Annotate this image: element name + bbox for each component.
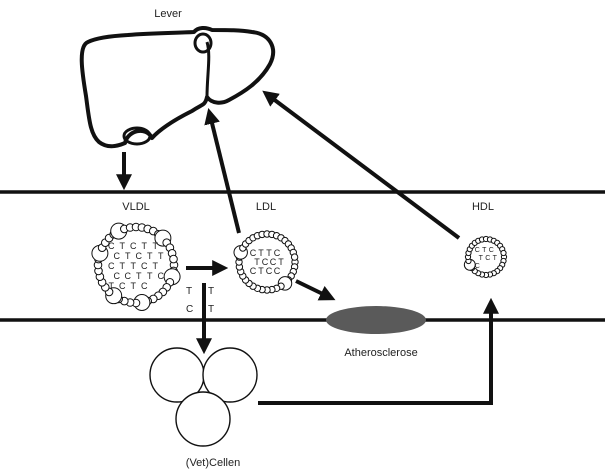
gallbladder [122,126,152,146]
lipid-letter: C [108,261,115,271]
lipid-letter: C [262,257,269,267]
liver [79,25,276,149]
lipid-letter: T [266,248,272,258]
lipid-letter: C [114,251,121,261]
released-triglycerides: T T C T [186,286,214,315]
arrow-ldl-to-plaque [295,279,336,301]
atherosclerosis-label: Atherosclerose [344,347,417,359]
lipid-letter: T [153,241,159,251]
lipid-letter: T [254,257,260,267]
hdl-shell [463,235,508,279]
lipid-letter: T [258,248,264,258]
liver-top-notch [193,32,213,54]
lipid-letter: T [479,255,484,262]
released-letter: T [186,286,192,297]
lipid-letter: T [131,281,137,291]
liver-outline [79,25,276,149]
lipid-letter: C [130,241,137,251]
lipid-letter: T [258,266,264,276]
lipid-letter: T [142,241,148,251]
lipid-letter: C [108,241,115,251]
phospholipid-bump [500,249,507,257]
phospholipid-bump [169,254,178,264]
lipid-letter: T [147,251,153,261]
lipid-letter: T [109,281,115,291]
lipid-letter: T [120,261,126,271]
lipid-letter: T [493,255,498,262]
lipid-letter: T [131,261,137,271]
lipid-letter: C [114,271,121,281]
lipid-letter: C [270,257,277,267]
lipid-letter: T [120,241,126,251]
lipid-letter: C [475,247,480,254]
arrow-ldl-to-liver [204,108,241,234]
arrow-cells-to-hdl [258,297,499,405]
lipid-letter: C [250,266,257,276]
arrows [116,90,499,405]
liver-label: Lever [154,8,182,20]
lipid-letter: T [158,251,164,261]
ldl-shell [233,230,299,294]
vldl-shell [91,222,181,311]
lipid-letter: C [119,281,126,291]
lipid-letter: T [278,257,284,267]
lipid-letter: C [274,248,281,258]
lipid-letter: T [147,271,153,281]
lipid-letter: T [125,251,131,261]
lipid-letter: C [266,266,273,276]
fat-cells [149,347,258,447]
fat-cell [202,347,258,403]
released-letter: C [186,304,193,315]
lipid-letter: C [136,251,143,261]
hdl-label: HDL [472,201,494,213]
lipid-letter: C [489,247,494,254]
lipid-letter: T [153,261,159,271]
arrow-hdl-to-liver [262,90,461,240]
phospholipid-bump [290,253,299,261]
fat-cell [175,391,231,447]
released-letter: T [208,304,214,315]
lipid-letter: C [141,261,148,271]
lipid-letter: T [136,271,142,281]
lipid-letter: C [485,255,490,262]
atherosclerosis-plaque [326,306,426,334]
lipid-letter: C [250,248,257,258]
lipid-letter: C [274,266,281,276]
lipid-letter: C [158,271,165,281]
released-letter: T [208,286,214,297]
fat-cells-label: (Vet)Cellen [186,457,240,469]
lipid-letter: C [141,281,148,291]
lipid-letter: T [482,247,487,254]
lipid-letter: C [125,271,132,281]
liver-lobe-line [205,41,211,98]
ldl-label: LDL [256,201,276,213]
vldl-label: VLDL [122,201,150,213]
lipid-letter: C [475,263,480,270]
